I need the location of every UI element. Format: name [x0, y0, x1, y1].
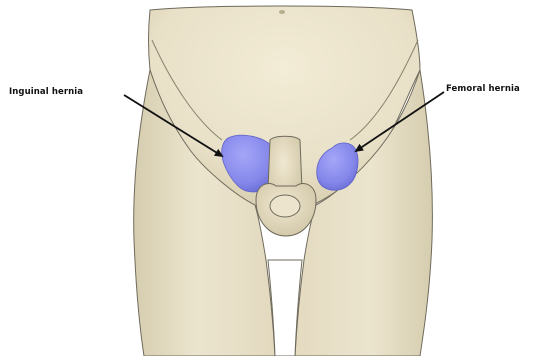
femoral-hernia-label: Femoral hernia — [446, 84, 520, 94]
genital-tip-front — [270, 195, 300, 217]
inguinal-hernia-label: Inguinal hernia — [9, 87, 83, 97]
navel — [279, 10, 285, 14]
